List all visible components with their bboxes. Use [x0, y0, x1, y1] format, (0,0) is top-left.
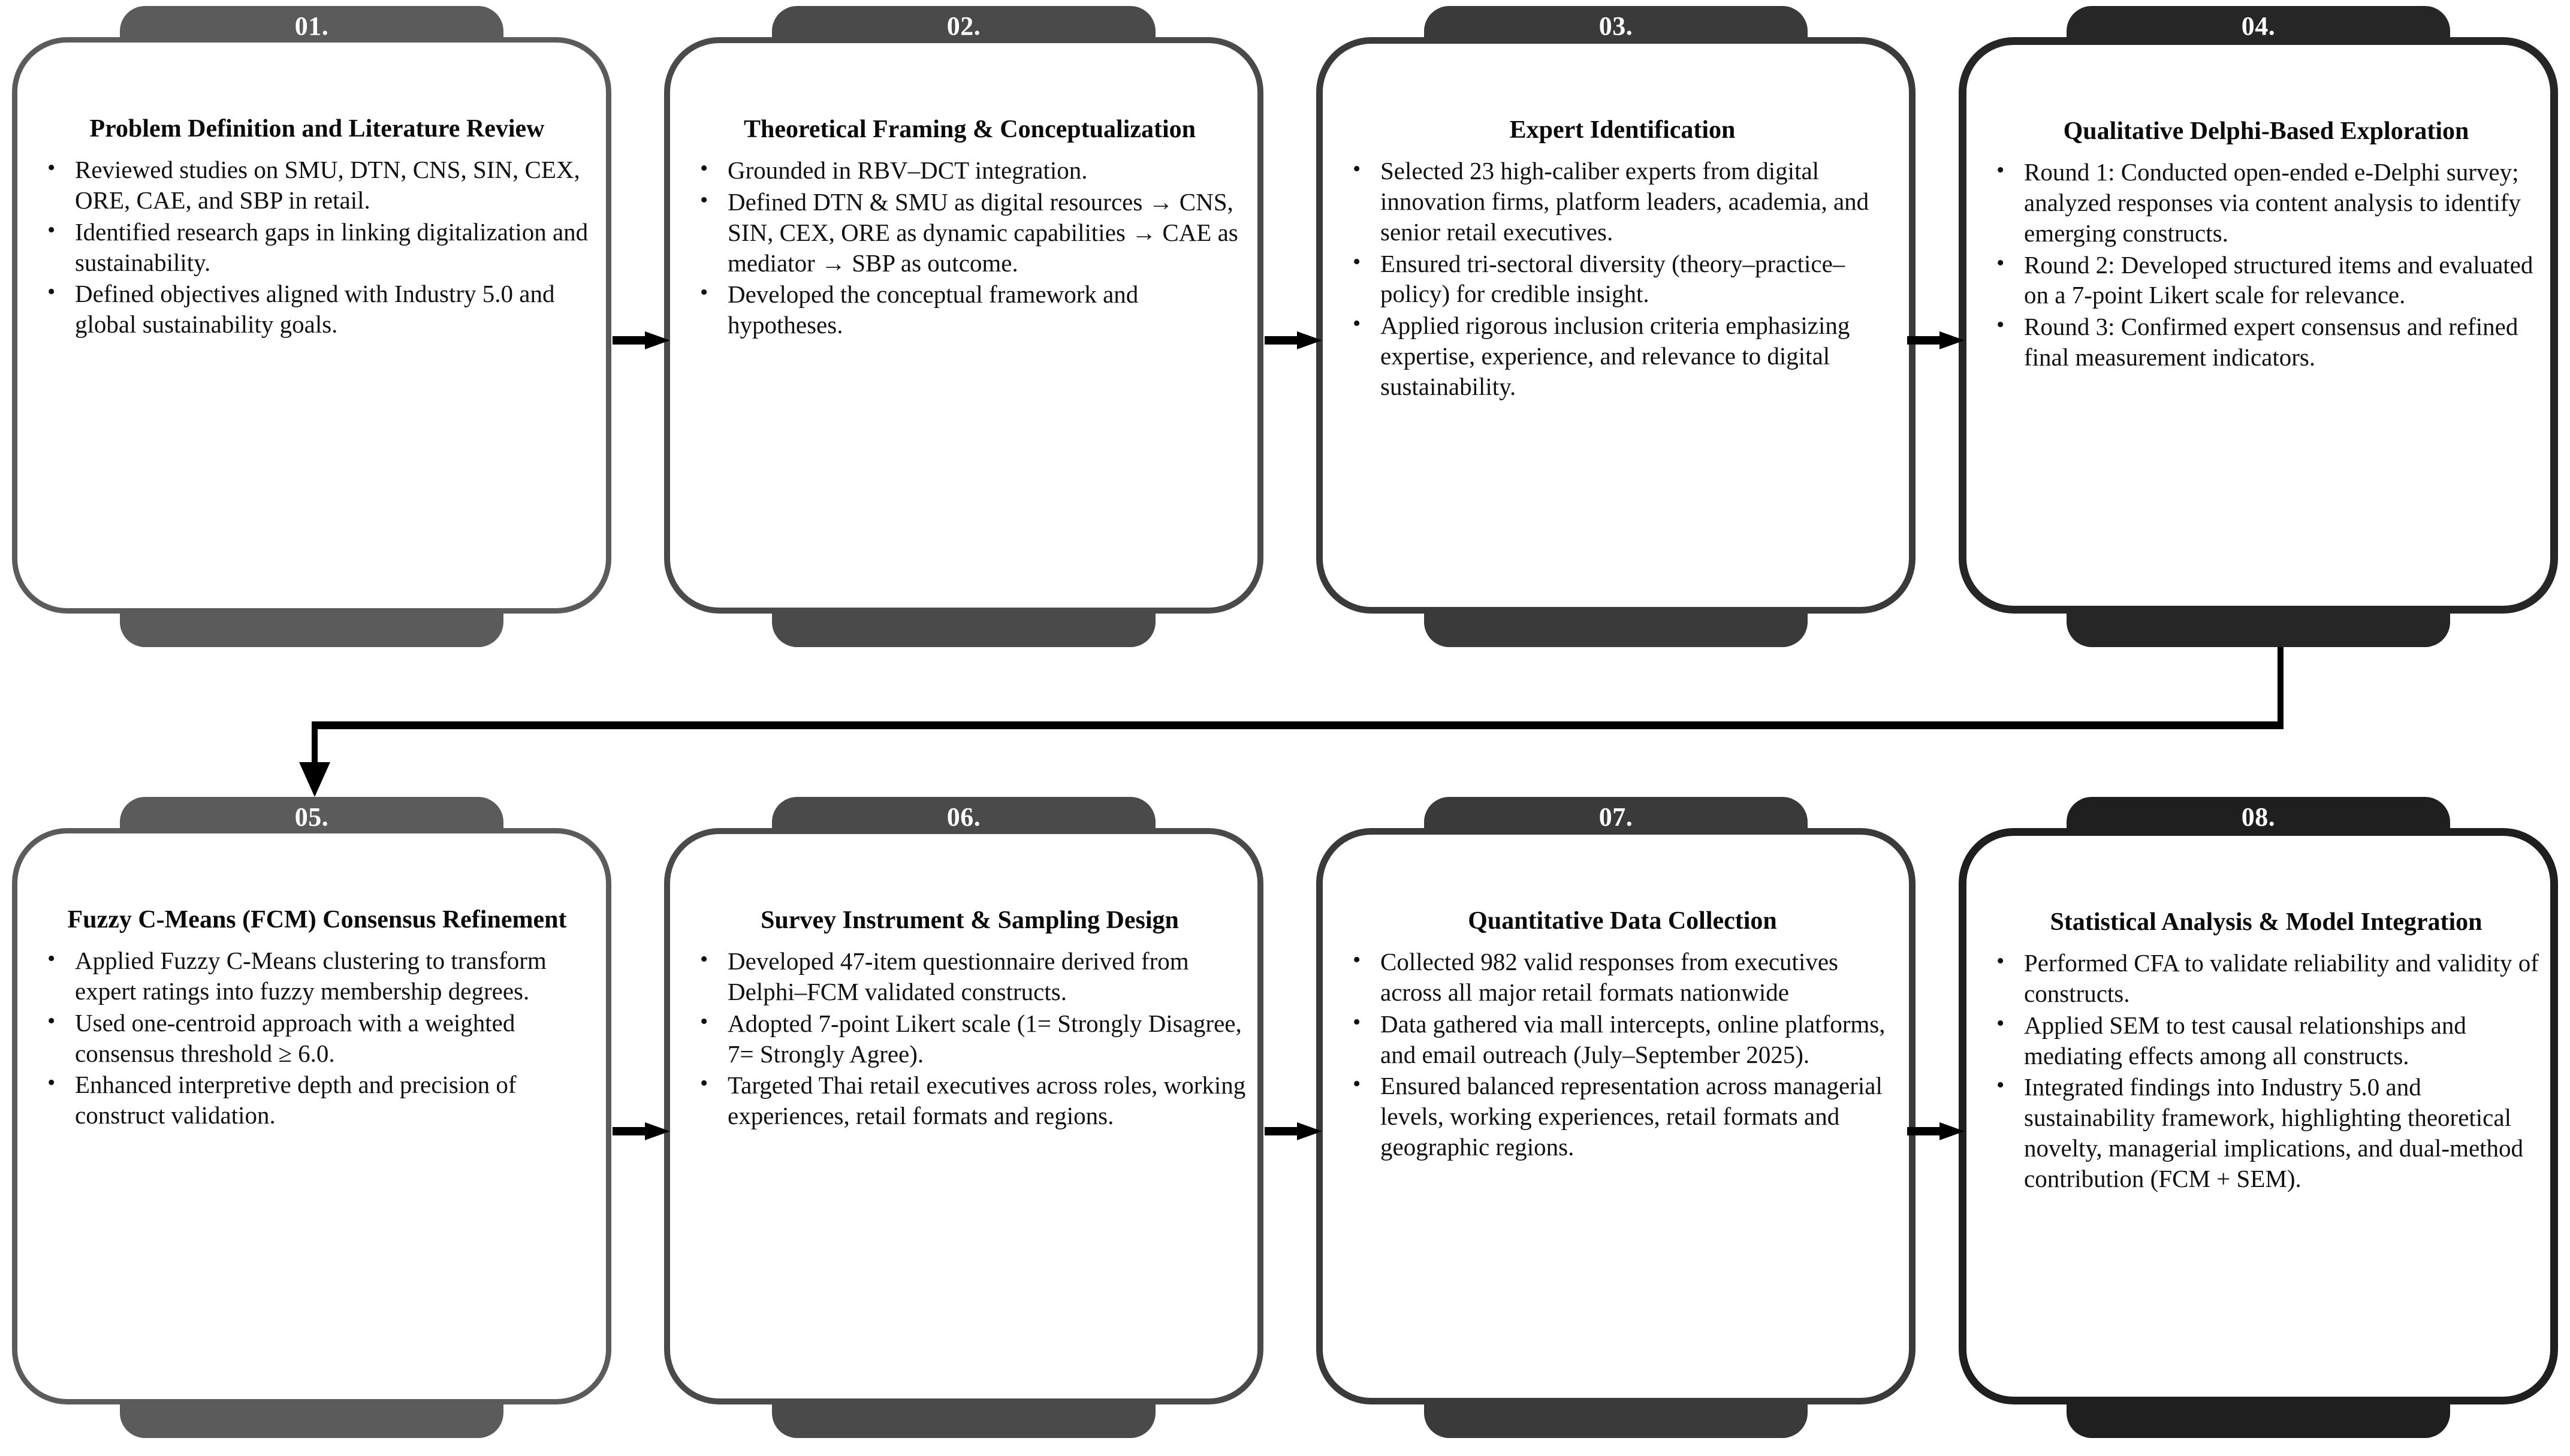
step-body-03: Expert Identification Selected 23 high-c… — [1316, 37, 1916, 614]
list-item: Grounded in RBV–DCT integration. — [690, 154, 1249, 186]
step-number-01: 01. — [294, 11, 329, 41]
arrow-shaft — [1265, 1127, 1301, 1135]
arrow-head-icon — [1297, 1122, 1322, 1140]
step-bullets-06: Developed 47-item questionnaire derived … — [690, 945, 1249, 1131]
arrow-step-03-to-04 — [1907, 331, 1965, 349]
step-title-05: Fuzzy C-Means (FCM) Consensus Refinement — [67, 906, 567, 934]
step-number-02: 02. — [946, 11, 981, 41]
list-item: Developed the conceptual framework and h… — [690, 278, 1249, 340]
step-body-02: Theoretical Framing & Conceptualization … — [664, 37, 1263, 614]
step-body-01: Problem Definition and Literature Review… — [12, 37, 611, 614]
step-title-06: Survey Instrument & Sampling Design — [761, 907, 1179, 934]
step-body-04: Qualitative Delphi-Based Exploration Rou… — [1959, 37, 2558, 614]
step-card-05[interactable]: Fuzzy C-Means (FCM) Consensus Refinement… — [12, 797, 611, 1438]
flowchart-row-bottom: Fuzzy C-Means (FCM) Consensus Refinement… — [0, 797, 2570, 1444]
arrow-shaft — [613, 336, 648, 345]
arrow-head-icon — [299, 762, 330, 797]
arrow-shaft — [1265, 336, 1301, 345]
list-item: Ensured tri-sectoral diversity (theory–p… — [1343, 247, 1902, 310]
step-card-06[interactable]: Survey Instrument & Sampling Design Deve… — [664, 797, 1263, 1438]
list-item: Selected 23 high-caliber experts from di… — [1343, 155, 1902, 247]
step-card-07[interactable]: Quantitative Data Collection Collected 9… — [1316, 797, 1916, 1438]
list-item: Defined DTN & SMU as digital resources →… — [690, 186, 1249, 278]
flowchart-row-top: Problem Definition and Literature Review… — [0, 6, 2570, 653]
list-item: Ensured balanced representation across m… — [1343, 1070, 1902, 1162]
step-body-06: Survey Instrument & Sampling Design Deve… — [664, 828, 1263, 1404]
step-title-07: Quantitative Data Collection — [1468, 907, 1777, 935]
arrow-shaft — [1907, 1127, 1943, 1135]
step-bullets-03: Selected 23 high-caliber experts from di… — [1343, 155, 1902, 402]
list-item: Reviewed studies on SMU, DTN, CNS, SIN, … — [38, 153, 596, 216]
step-number-05: 05. — [294, 802, 329, 832]
step-title-08: Statistical Analysis & Model Integration — [2050, 908, 2482, 936]
step-title-04: Qualitative Delphi-Based Exploration — [2063, 117, 2469, 145]
step-body-05: Fuzzy C-Means (FCM) Consensus Refinement… — [12, 828, 611, 1404]
step-card-03[interactable]: Expert Identification Selected 23 high-c… — [1316, 6, 1916, 647]
step-title-03: Expert Identification — [1509, 116, 1736, 144]
list-item: Identified research gaps in linking digi… — [38, 216, 596, 278]
list-item: Integrated findings into Industry 5.0 an… — [1987, 1071, 2545, 1194]
step-title-02: Theoretical Framing & Conceptualization — [744, 116, 1196, 143]
connector-segment-vertical-left — [312, 721, 318, 783]
step-body-08: Statistical Analysis & Model Integration… — [1959, 828, 2558, 1404]
arrow-head-icon — [1939, 1122, 1965, 1140]
arrow-head-icon — [1939, 331, 1965, 349]
step-bullets-07: Collected 982 valid responses from execu… — [1343, 946, 1902, 1162]
arrow-shaft — [1907, 336, 1943, 345]
list-item: Applied Fuzzy C-Means clustering to tran… — [38, 944, 596, 1007]
arrow-shaft — [613, 1127, 648, 1135]
list-item: Defined objectives aligned with Industry… — [38, 277, 596, 340]
list-item: Applied SEM to test causal relationships… — [1987, 1009, 2545, 1071]
step-body-07: Quantitative Data Collection Collected 9… — [1316, 828, 1916, 1404]
arrow-step-02-to-03 — [1265, 331, 1322, 349]
step-bullets-02: Grounded in RBV–DCT integration. Defined… — [690, 154, 1249, 340]
list-item: Targeted Thai retail executives across r… — [690, 1069, 1249, 1131]
step-number-04: 04. — [2241, 11, 2276, 41]
step-title-01: Problem Definition and Literature Review — [89, 115, 545, 143]
arrow-head-icon — [645, 1122, 670, 1140]
step-card-02[interactable]: Theoretical Framing & Conceptualization … — [664, 6, 1263, 647]
list-item: Used one-centroid approach with a weight… — [38, 1007, 596, 1069]
step-bullets-01: Reviewed studies on SMU, DTN, CNS, SIN, … — [38, 153, 596, 340]
step-card-04[interactable]: Qualitative Delphi-Based Exploration Rou… — [1959, 6, 2558, 647]
list-item: Round 2: Developed structured items and … — [1987, 249, 2545, 311]
list-item: Round 3: Confirmed expert consensus and … — [1987, 310, 2545, 373]
list-item: Collected 982 valid responses from execu… — [1343, 946, 1902, 1008]
list-item: Enhanced interpretive depth and precisio… — [38, 1068, 596, 1131]
arrow-step-05-to-06 — [613, 1122, 670, 1140]
list-item: Data gathered via mall intercepts, onlin… — [1343, 1008, 1902, 1070]
list-item: Round 1: Conducted open-ended e-Delphi s… — [1987, 156, 2545, 248]
connector-segment-vertical-right — [2278, 647, 2284, 727]
step-number-08: 08. — [2241, 802, 2276, 832]
step-number-07: 07. — [1598, 802, 1633, 832]
arrow-step-07-to-08 — [1907, 1122, 1965, 1140]
connector-segment-horizontal — [312, 721, 2284, 729]
arrow-head-icon — [1297, 331, 1322, 349]
list-item: Adopted 7-point Likert scale (1= Strongl… — [690, 1007, 1249, 1070]
step-number-06: 06. — [946, 802, 981, 832]
step-bullets-08: Performed CFA to validate reliability an… — [1987, 947, 2545, 1194]
step-card-01[interactable]: Problem Definition and Literature Review… — [12, 6, 611, 647]
list-item: Developed 47-item questionnaire derived … — [690, 945, 1249, 1007]
step-number-03: 03. — [1598, 11, 1633, 41]
step-bullets-04: Round 1: Conducted open-ended e-Delphi s… — [1987, 156, 2545, 373]
list-item: Applied rigorous inclusion criteria emph… — [1343, 309, 1902, 401]
arrow-head-icon — [645, 331, 670, 349]
arrow-step-01-to-02 — [613, 331, 670, 349]
arrow-step-06-to-07 — [1265, 1122, 1322, 1140]
step-bullets-05: Applied Fuzzy C-Means clustering to tran… — [38, 944, 596, 1131]
step-card-08[interactable]: Statistical Analysis & Model Integration… — [1959, 797, 2558, 1438]
list-item: Performed CFA to validate reliability an… — [1987, 947, 2545, 1009]
